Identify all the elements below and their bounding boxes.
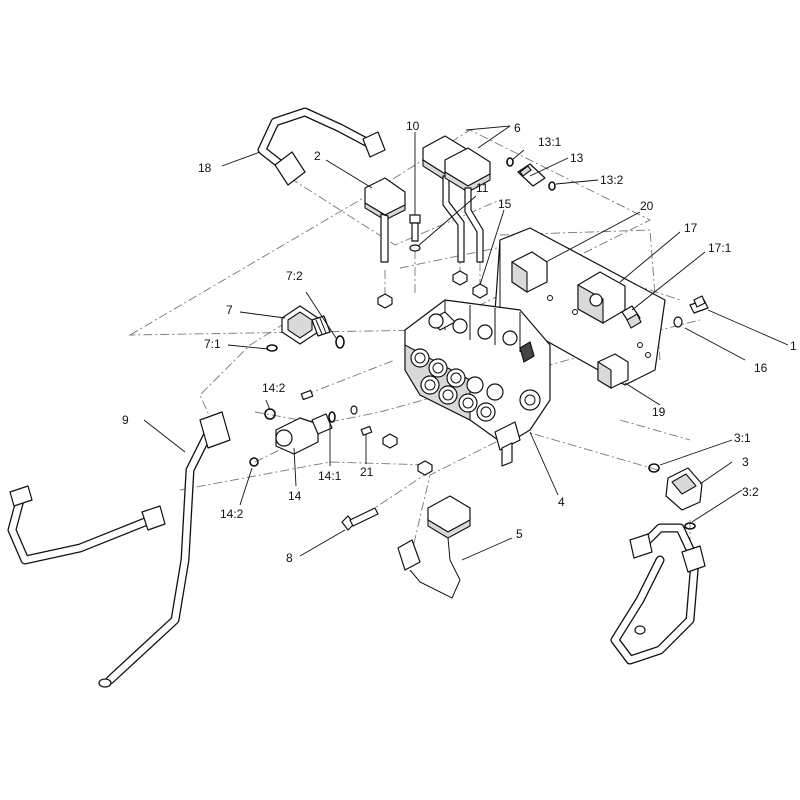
callout-13-1: 13:1 [538, 135, 562, 149]
callout-14-2-b: 14:2 [220, 507, 244, 521]
washer-11 [409, 244, 421, 252]
callout-3-1: 3:1 [734, 431, 751, 445]
callout-10: 10 [406, 119, 420, 133]
control-handles-6 [422, 135, 491, 263]
valve-17 [577, 271, 642, 329]
callout-3-2: 3:2 [742, 485, 759, 499]
hydraulic-tube-18 [257, 107, 386, 186]
callout-17: 17 [684, 221, 698, 235]
callout-19: 19 [652, 405, 666, 419]
callout-18: 18 [198, 161, 212, 175]
callout-16: 16 [754, 361, 768, 375]
plugs-21 [300, 389, 373, 436]
callout-labels: 18 2 10 6 13:1 13 13:2 11 15 20 17 17:1 … [122, 119, 797, 565]
callout-7-1: 7:1 [204, 337, 221, 351]
callout-1: 1 [790, 339, 797, 353]
callout-7: 7 [226, 303, 233, 317]
valve-body-4 [404, 299, 551, 467]
callout-6: 6 [514, 121, 521, 135]
bolt-10 [409, 214, 421, 242]
callout-9: 9 [122, 413, 129, 427]
callout-17-1: 17:1 [708, 241, 732, 255]
leader-lines [143, 125, 789, 561]
callout-2: 2 [314, 149, 321, 163]
stud-nuts [377, 270, 488, 476]
callout-14-1: 14:1 [318, 469, 342, 483]
callout-14-2-a: 14:2 [262, 381, 286, 395]
hydraulic-tube-3 [610, 523, 706, 665]
fitting-13 [506, 157, 556, 191]
callout-8: 8 [286, 551, 293, 565]
bolt-1 [689, 295, 709, 314]
washer-16 [673, 316, 683, 328]
block-20 [511, 251, 548, 294]
control-handle-5 [397, 495, 471, 599]
hydraulic-tube-9 [7, 411, 231, 688]
elbow-fitting-3 [648, 463, 703, 530]
callout-20: 20 [640, 199, 654, 213]
bolt-8 [341, 507, 379, 531]
block-19 [597, 353, 629, 389]
elbow-fitting-7 [266, 305, 345, 352]
callout-7-2: 7:2 [286, 269, 303, 283]
control-handle-2 [364, 177, 406, 263]
callout-15: 15 [498, 197, 512, 211]
callout-13: 13 [570, 151, 584, 165]
callout-21: 21 [360, 465, 374, 479]
callout-11: 11 [476, 181, 489, 195]
callout-14: 14 [288, 489, 302, 503]
callout-3: 3 [742, 455, 749, 469]
callout-13-2: 13:2 [600, 173, 624, 187]
fitting-14 [249, 405, 358, 467]
callout-4: 4 [558, 495, 565, 509]
callout-5: 5 [516, 527, 523, 541]
